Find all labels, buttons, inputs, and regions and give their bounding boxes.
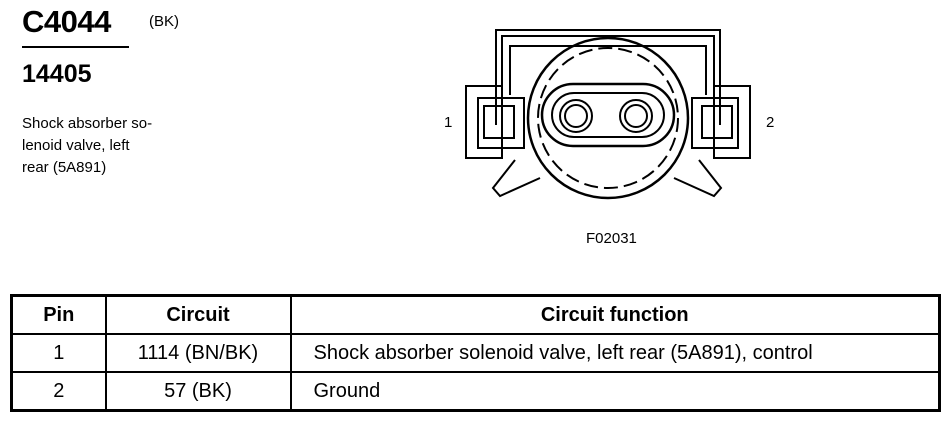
connector-id-underline <box>22 46 129 48</box>
pin-label-1: 1 <box>444 114 453 131</box>
terminal-cavity-inner <box>551 92 665 138</box>
part-number: 14405 <box>22 60 92 88</box>
latch-tab-left <box>491 159 541 198</box>
cell-pin: 1 <box>10 333 107 373</box>
header-pin: Pin <box>10 294 107 335</box>
connector-body-circle <box>526 36 690 200</box>
terminal-pin-2-icon <box>619 99 653 133</box>
terminal-pin-2-core-icon <box>624 104 648 128</box>
header-circuit-function: Circuit function <box>289 294 941 335</box>
header-circuit: Circuit <box>104 294 292 335</box>
cell-circuit: 57 (BK) <box>104 371 292 412</box>
side-latch-right <box>691 85 751 159</box>
pinout-table: Pin Circuit Circuit function 1 1114 (BN/… <box>10 294 941 412</box>
connector-color: (BK) <box>149 13 179 30</box>
seal-dashed-circle <box>537 47 679 189</box>
connector-outer-shell <box>495 29 721 125</box>
latch-tab-right <box>673 159 723 198</box>
connector-face-drawing <box>465 29 751 200</box>
cell-circuit-function: Shock absorber solenoid valve, left rear… <box>289 333 941 373</box>
terminal-pin-1-icon <box>559 99 593 133</box>
cell-circuit-function: Ground <box>289 371 941 412</box>
cell-pin: 2 <box>10 371 107 412</box>
terminal-pin-1-core-icon <box>564 104 588 128</box>
description-line: Shock absorber so- <box>22 115 153 132</box>
table-row: 2 57 (BK) Ground <box>10 371 941 412</box>
side-latch-left <box>465 85 525 159</box>
description-line: lenoid valve, left <box>22 137 130 154</box>
pin-label-2: 2 <box>766 114 775 131</box>
connector-id: C4044 <box>22 4 111 39</box>
description-line: rear (5A891) <box>22 159 107 176</box>
terminal-cavity-outer <box>540 82 676 148</box>
table-row: 1 1114 (BN/BK) Shock absorber solenoid v… <box>10 333 941 373</box>
cell-circuit: 1114 (BN/BK) <box>104 333 292 373</box>
figure-id: F02031 <box>586 230 637 247</box>
connector-description: Shock absorber so- lenoid valve, left re… <box>22 113 152 179</box>
table-header-row: Pin Circuit Circuit function <box>10 294 941 335</box>
